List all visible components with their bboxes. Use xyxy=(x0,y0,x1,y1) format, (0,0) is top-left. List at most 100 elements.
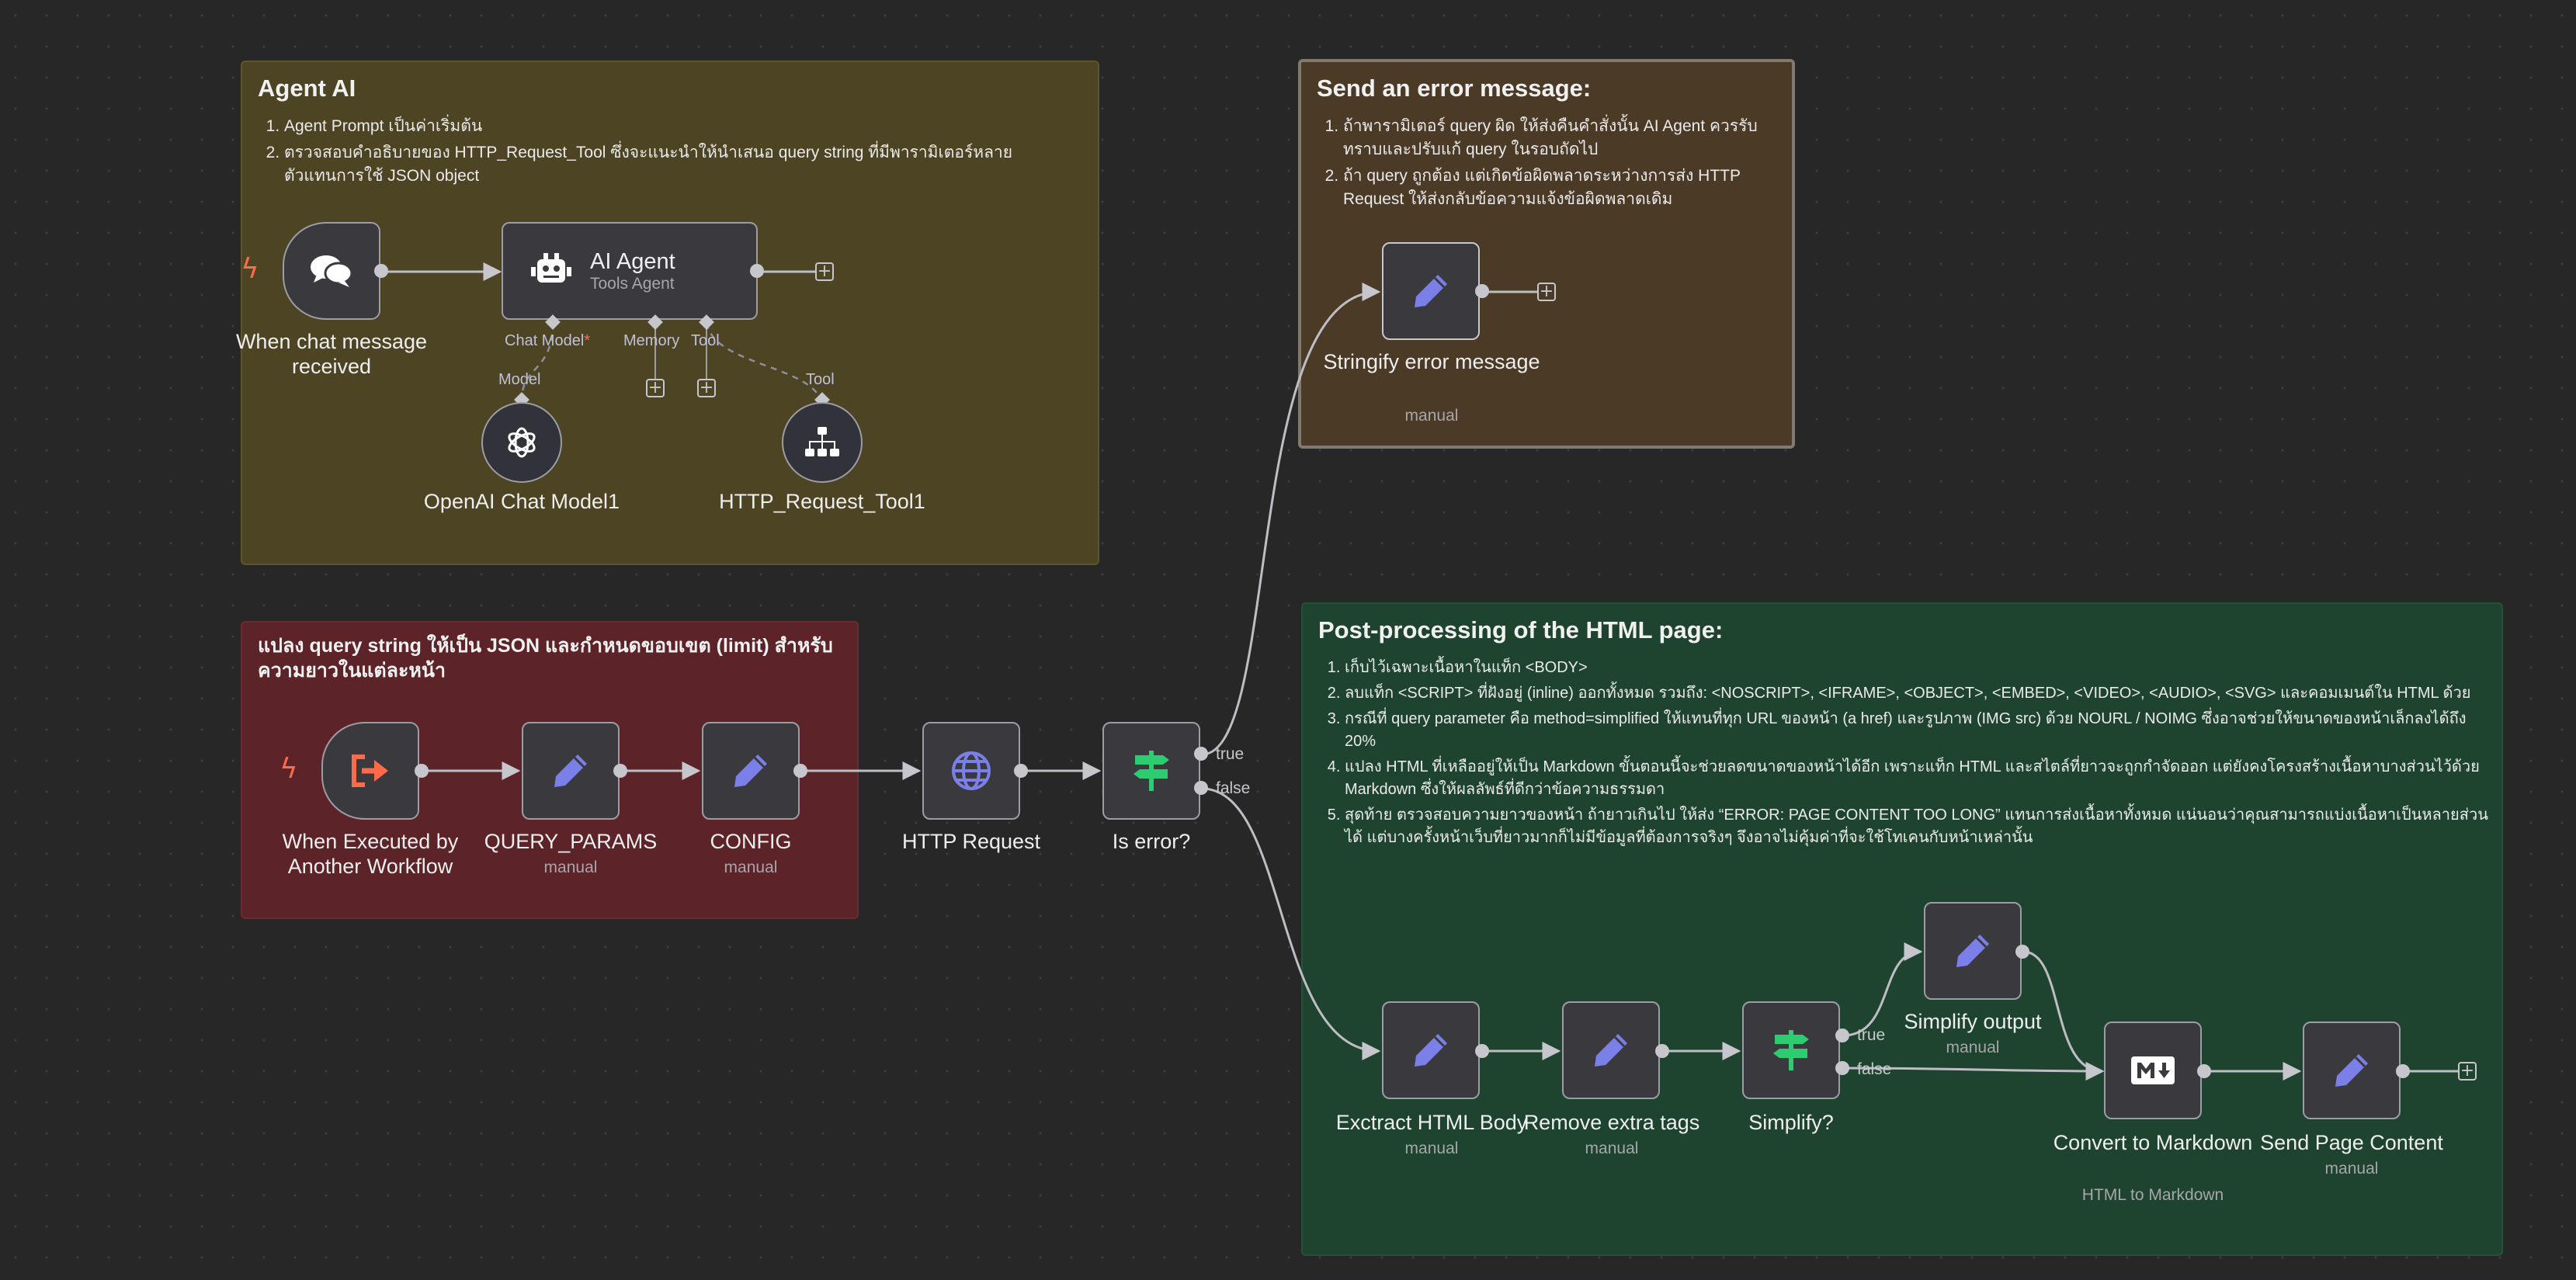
node-label: CONFIG xyxy=(710,830,792,853)
robot-icon xyxy=(531,253,571,283)
add-node-button[interactable]: + xyxy=(1537,283,1556,301)
output-port[interactable] xyxy=(613,764,627,778)
sticky-item: แปลง HTML ที่เหลืออยู่ให้เป็น Markdown ข… xyxy=(1345,756,2501,801)
pencil-icon xyxy=(1595,1034,1627,1067)
node-label: QUERY_PARAMS xyxy=(484,830,658,853)
sticky-item: ลบแท็ก <SCRIPT> ที่ฝังอยู่ (inline) ออกท… xyxy=(1345,682,2501,705)
ai-agent-node[interactable]: AI Agent Tools Agent xyxy=(502,222,758,320)
globe-icon xyxy=(952,751,991,790)
node-label: When chat message received xyxy=(235,330,428,378)
sticky-title: Agent AI xyxy=(258,75,356,102)
sub-input-label: Chat Model* xyxy=(505,332,591,349)
sticky-item: สุดท้าย ตรวจสอบความยาวของหน้า ถ้ายาวเกิน… xyxy=(1345,804,2501,849)
sticky-item: กรณีที่ query parameter คือ method=simpl… xyxy=(1345,708,2501,753)
output-port[interactable] xyxy=(1014,764,1028,778)
node-label: OpenAI Chat Model1 xyxy=(423,490,620,513)
pencil-icon xyxy=(1415,275,1447,307)
output-port[interactable] xyxy=(1655,1044,1669,1058)
convert-to-markdown-node[interactable] xyxy=(2104,1022,2202,1119)
node-subtitle: HTML to Markdown xyxy=(2081,1186,2224,1204)
node-subtitle: manual xyxy=(1585,1140,1639,1157)
sticky-title: Send an error message: xyxy=(1317,75,1592,102)
output-port[interactable] xyxy=(750,264,764,278)
node-subtitle: manual xyxy=(2324,1160,2379,1178)
true-output-port[interactable] xyxy=(1194,747,1208,761)
markdown-icon xyxy=(2131,1056,2175,1084)
sub-input-label: Memory xyxy=(623,332,680,349)
output-port[interactable] xyxy=(374,264,388,278)
sticky-error-message[interactable]: Send an error message: ถ้าพารามิเตอร์ qu… xyxy=(1298,59,1795,449)
add-node-button[interactable]: + xyxy=(2458,1062,2477,1081)
output-port[interactable] xyxy=(793,764,807,778)
sticky-title: Post-processing of the HTML page: xyxy=(1318,616,1724,643)
node-label: Remove extra tags xyxy=(1523,1111,1700,1134)
pencil-icon xyxy=(1956,935,1989,967)
http-request-tool-node[interactable] xyxy=(782,402,863,483)
output-port[interactable] xyxy=(1475,284,1489,298)
node-label: Stringify error message xyxy=(1323,350,1540,373)
chat-bubbles-icon xyxy=(311,255,353,287)
pencil-icon xyxy=(2335,1054,2368,1087)
node-subtitle: manual xyxy=(1404,407,1459,425)
connection xyxy=(2022,950,2105,1081)
add-tool-button[interactable]: + xyxy=(697,379,716,397)
node-subtitle: manual xyxy=(1946,1039,2000,1056)
stringify-error-node[interactable] xyxy=(1382,242,1480,340)
node-label: Is error? xyxy=(1112,830,1191,853)
openai-chat-model-node[interactable] xyxy=(481,402,562,483)
connection xyxy=(1842,1061,2105,1081)
node-title: AI Agent xyxy=(590,249,675,274)
node-label: When Executed by Another Workflow xyxy=(282,830,459,878)
remove-extra-tags-node[interactable] xyxy=(1562,1001,1660,1099)
node-subtitle: manual xyxy=(1404,1140,1459,1157)
true-branch-label: true xyxy=(1857,1026,1886,1044)
node-subtitle: manual xyxy=(543,859,598,876)
chat-trigger-node[interactable] xyxy=(283,222,380,320)
false-branch-label: false xyxy=(1857,1060,1892,1078)
add-node-button[interactable]: + xyxy=(815,262,834,281)
sub-input-label: Tool xyxy=(691,332,720,349)
sub-connection xyxy=(705,322,823,401)
extract-html-body-node[interactable] xyxy=(1382,1001,1480,1099)
pencil-icon xyxy=(734,754,767,787)
node-label: HTTP_Request_Tool1 xyxy=(719,490,925,513)
sticky-item: ถ้า query ถูกต้อง แต่เกิดข้อผิดพลาดระหว่… xyxy=(1343,165,1786,211)
trigger-bolt-icon: ϟ xyxy=(241,253,259,285)
execute-workflow-trigger-node[interactable] xyxy=(321,722,419,820)
output-port[interactable] xyxy=(2015,945,2029,959)
sticky-item: เก็บไว้เฉพาะเนื้อหาในแท็ก <BODY> xyxy=(1345,657,2501,679)
node-label: Send Page Content xyxy=(2260,1131,2443,1154)
simplify-if-node[interactable] xyxy=(1742,1001,1840,1099)
is-error-node[interactable] xyxy=(1102,722,1200,820)
node-label: Exctract HTML Body xyxy=(1335,1111,1528,1134)
node-label: Simplify? xyxy=(1748,1111,1834,1134)
openai-icon xyxy=(508,427,536,458)
false-branch-label: false xyxy=(1216,779,1251,797)
config-node[interactable] xyxy=(702,722,800,820)
sticky-agent-ai[interactable]: Agent AI Agent Prompt เป็นค่าเริ่มต้น ตร… xyxy=(241,61,1099,565)
true-branch-label: true xyxy=(1216,745,1245,763)
connection xyxy=(1201,283,1381,756)
true-output-port[interactable] xyxy=(1835,1029,1849,1042)
output-port[interactable] xyxy=(1475,1044,1489,1058)
output-port[interactable] xyxy=(415,764,429,778)
signpost-icon xyxy=(1134,751,1169,791)
output-port[interactable] xyxy=(2396,1064,2410,1078)
signpost-icon xyxy=(1773,1030,1809,1070)
node-label: HTTP Request xyxy=(901,830,1041,853)
http-request-node[interactable] xyxy=(922,722,1020,820)
simplify-output-node[interactable] xyxy=(1924,902,2022,1000)
output-port[interactable] xyxy=(2197,1064,2211,1078)
sticky-post-processing[interactable]: Post-processing of the HTML page: เก็บไว… xyxy=(1301,602,2503,1256)
send-page-content-node[interactable] xyxy=(2303,1022,2401,1119)
sticky-title: แปลง query string ให้เป็น JSON และกำหนดข… xyxy=(258,635,833,682)
add-memory-button[interactable]: + xyxy=(646,379,665,397)
sitemap-icon xyxy=(805,427,839,456)
query-params-node[interactable] xyxy=(522,722,620,820)
node-subtitle: manual xyxy=(724,859,778,876)
false-output-port[interactable] xyxy=(1194,781,1208,795)
false-output-port[interactable] xyxy=(1835,1061,1849,1075)
connection xyxy=(1201,787,1381,1060)
model-input-label: Model xyxy=(498,371,541,388)
